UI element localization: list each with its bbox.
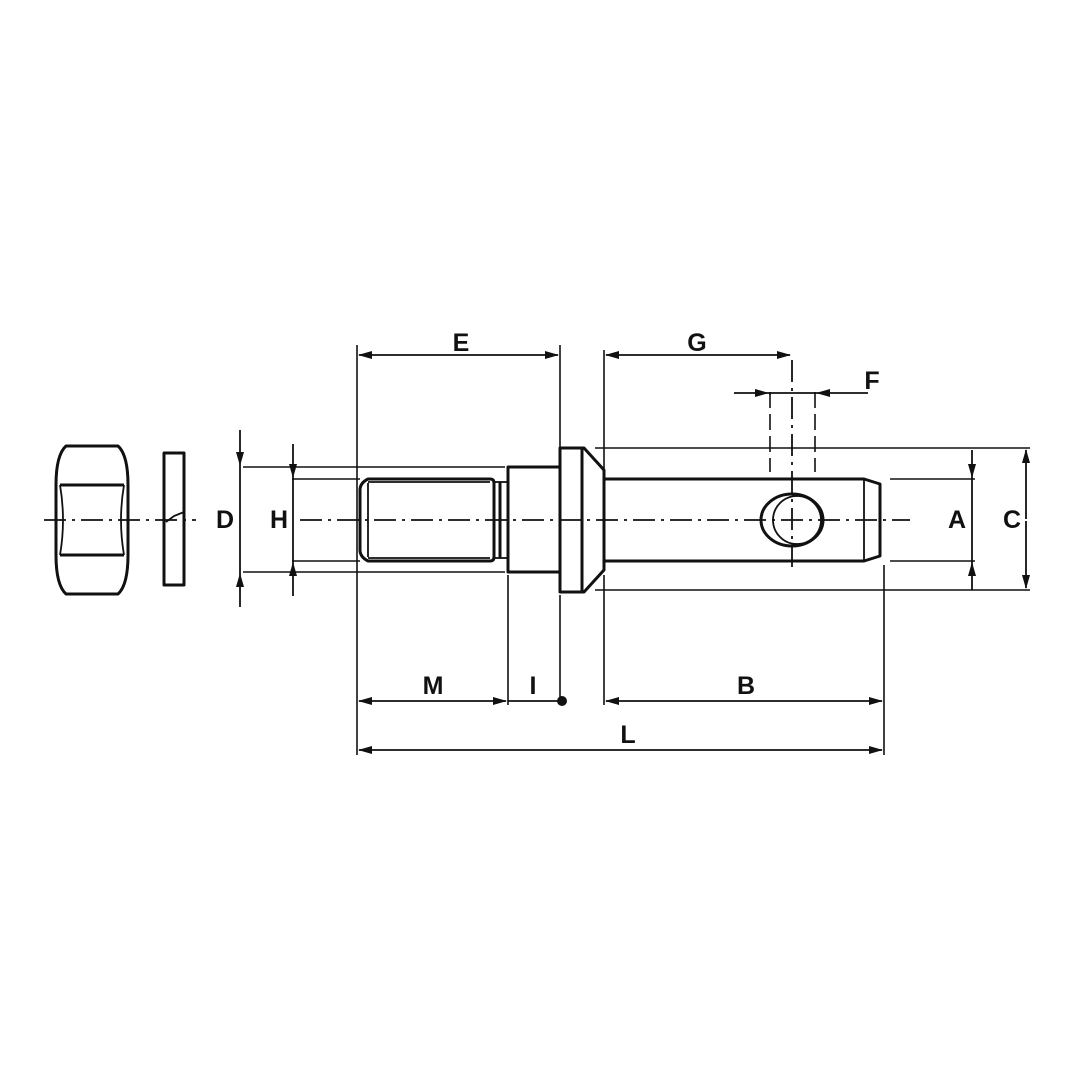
label-D: D bbox=[216, 506, 234, 534]
label-F: F bbox=[864, 367, 879, 395]
label-A: A bbox=[948, 506, 966, 534]
washer bbox=[162, 451, 186, 587]
label-C: C bbox=[1003, 506, 1021, 534]
label-I: I bbox=[530, 672, 537, 700]
label-H: H bbox=[270, 506, 288, 534]
label-G: G bbox=[687, 329, 706, 357]
label-L: L bbox=[620, 721, 635, 749]
label-E: E bbox=[453, 329, 470, 357]
label-M: M bbox=[423, 672, 444, 700]
label-B: B bbox=[737, 672, 755, 700]
